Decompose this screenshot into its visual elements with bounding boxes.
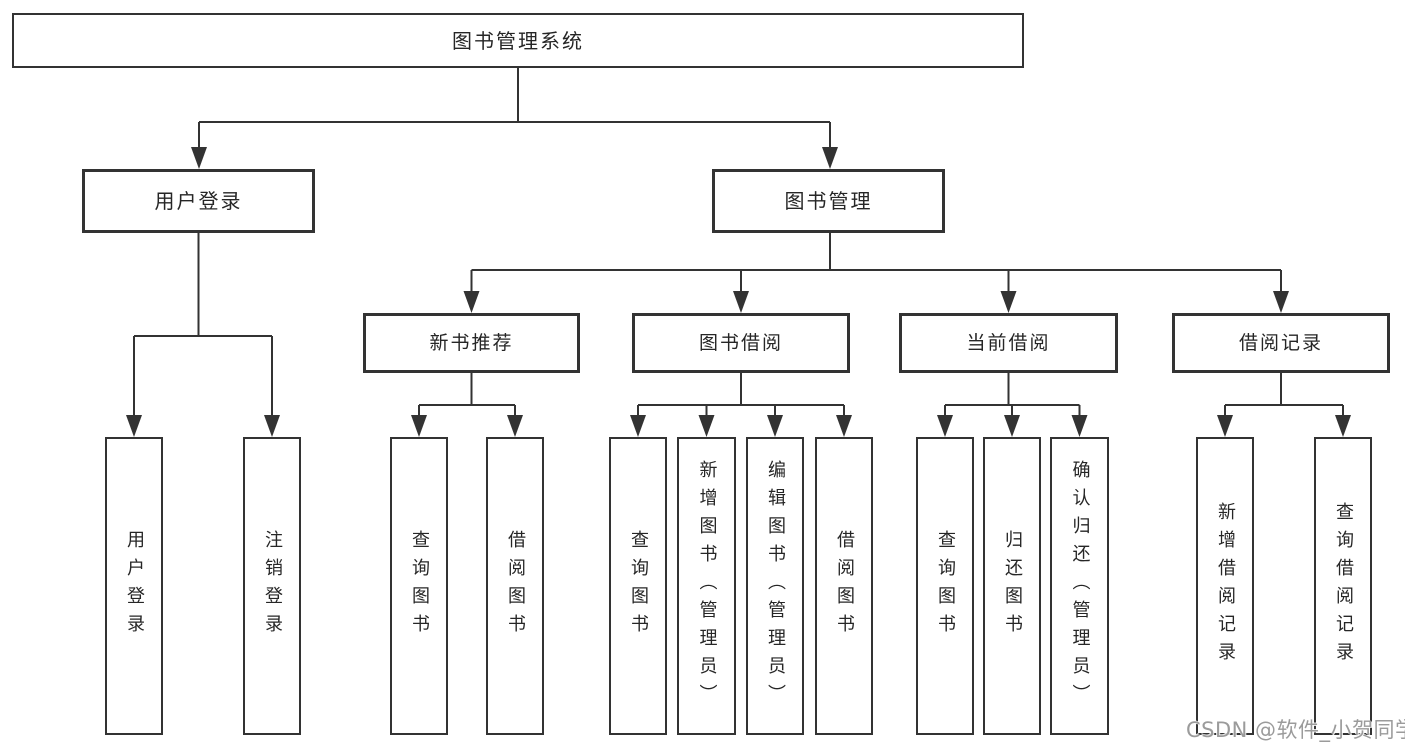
- node-label: 注销登录: [262, 530, 283, 642]
- branch-root-to-level1: [198, 68, 831, 160]
- branch-records-children: [1224, 373, 1344, 428]
- node-label: 查询图书: [935, 530, 956, 642]
- leaf-records-add-record: 新增借阅记录: [1196, 437, 1254, 735]
- leaf-borrow-query-books: 查询图书: [609, 437, 667, 735]
- node-label: 新书推荐: [429, 331, 514, 354]
- node-label: 编辑图书（管理员）: [765, 460, 786, 712]
- node-label: 查询图书: [409, 530, 430, 642]
- branch-user-login-children: [133, 233, 273, 428]
- node-book-borrowing: 图书借阅: [632, 313, 850, 373]
- leaf-borrow-borrow-books: 借阅图书: [815, 437, 873, 735]
- node-label: 图书管理系统: [452, 28, 584, 53]
- node-label: 借阅记录: [1238, 331, 1323, 354]
- branch-book-management-modules: [470, 233, 1282, 305]
- node-library-management-system: 图书管理系统: [12, 13, 1024, 68]
- node-borrowing-records: 借阅记录: [1172, 313, 1390, 373]
- node-label: 图书管理: [784, 189, 873, 213]
- branch-new-book-children: [418, 373, 516, 428]
- branch-book-borrow-children: [637, 373, 845, 428]
- leaf-borrow-add-books-admin: 新增图书（管理员）: [677, 437, 736, 735]
- leaf-current-confirm-return-admin: 确认归还（管理员）: [1050, 437, 1109, 735]
- node-user-login: 用户登录: [82, 169, 315, 233]
- node-label: 归还图书: [1002, 530, 1023, 642]
- node-label: 用户登录: [154, 189, 243, 213]
- node-label: 用户登录: [124, 530, 145, 642]
- node-label: 图书借阅: [698, 331, 783, 354]
- leaf-recommend-query-books: 查询图书: [390, 437, 448, 735]
- node-label: 借阅图书: [834, 530, 855, 642]
- leaf-current-return-books: 归还图书: [983, 437, 1041, 735]
- watermark: CSDN @软件_小贺同学: [1186, 718, 1405, 742]
- node-book-management: 图书管理: [712, 169, 945, 233]
- leaf-logout: 注销登录: [243, 437, 301, 735]
- leaf-current-query-books: 查询图书: [916, 437, 974, 735]
- node-current-borrowing: 当前借阅: [899, 313, 1118, 373]
- node-label: 借阅图书: [505, 530, 526, 642]
- arrowheads: [126, 147, 1351, 437]
- node-new-book-recommendation: 新书推荐: [363, 313, 580, 373]
- leaf-user-login: 用户登录: [105, 437, 163, 735]
- node-label: 新增图书（管理员）: [696, 460, 718, 712]
- node-label: 新增借阅记录: [1215, 502, 1236, 670]
- leaf-records-query-record: 查询借阅记录: [1314, 437, 1372, 735]
- leaf-borrow-edit-books-admin: 编辑图书（管理员）: [746, 437, 804, 735]
- node-label: 确认归还（管理员）: [1069, 460, 1091, 712]
- node-label: 查询借阅记录: [1333, 502, 1354, 670]
- leaf-recommend-borrow-books: 借阅图书: [486, 437, 544, 735]
- tree-branches: [133, 68, 1344, 428]
- node-label: 当前借阅: [966, 331, 1051, 354]
- node-label: 查询图书: [628, 530, 649, 642]
